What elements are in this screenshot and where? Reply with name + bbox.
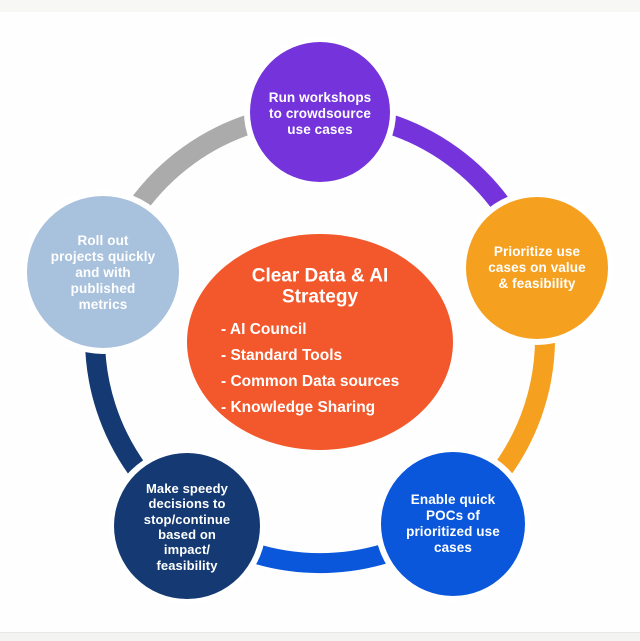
center-bullet-ai-council: - AI Council xyxy=(221,321,307,338)
center-bullet-standard-tools: - Standard Tools xyxy=(221,347,343,364)
center-bullet-list: - AI Council - Standard Tools - Common D… xyxy=(221,317,431,421)
node-label-roll-out-projects: Roll out projects quickly and with publi… xyxy=(50,233,156,312)
node-enable-quick-pocs xyxy=(381,452,525,596)
center-bullet-common-data-sources: - Common Data sources xyxy=(221,373,400,390)
top-edge-band xyxy=(0,0,640,12)
center-strategy-ellipse xyxy=(187,234,453,450)
node-label-speedy-decisions: Make speedy decisions to stop/continue b… xyxy=(143,481,231,573)
center-bullet-knowledge-sharing: - Knowledge Sharing xyxy=(221,399,376,416)
center-title: Clear Data & AI Strategy xyxy=(251,265,389,308)
node-speedy-decisions xyxy=(114,453,260,599)
bottom-edge-band xyxy=(0,632,640,641)
node-label-enable-quick-pocs: Enable quick POCs of prioritized use cas… xyxy=(406,492,500,555)
node-label-run-workshops: Run workshops to crowdsource use cases xyxy=(268,90,372,137)
node-prioritize-use-cases xyxy=(466,197,608,339)
node-run-workshops xyxy=(250,42,390,182)
node-label-prioritize-use-cases: Prioritize use cases on value & feasibil… xyxy=(488,244,586,291)
node-roll-out-projects xyxy=(27,196,179,348)
